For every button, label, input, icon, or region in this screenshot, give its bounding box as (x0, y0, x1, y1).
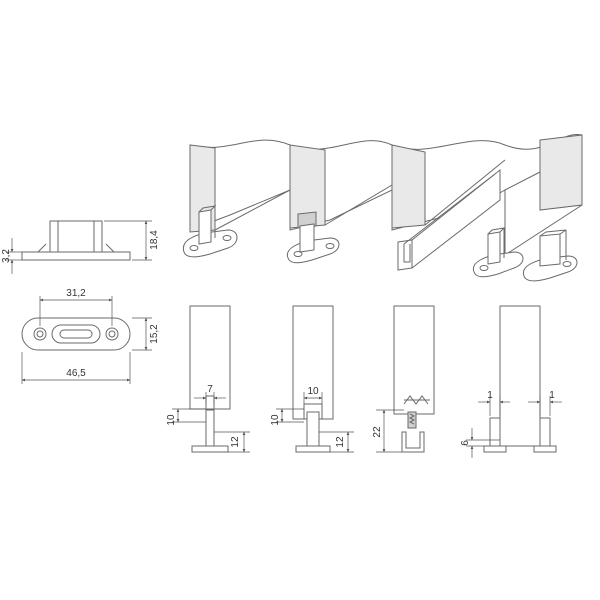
dimension-guide-length-a: 12 (214, 431, 250, 453)
perspective-guide-2 (286, 211, 340, 264)
dimension-guide-length-b: 12 (319, 431, 354, 453)
dimension-groove-depth-b: 10 (270, 408, 304, 426)
dimension-channel-height: 22 (372, 409, 404, 453)
perspective-panels (189, 133, 583, 256)
label-slot-b: 10 (307, 386, 319, 397)
label-groove-depth-a: 10 (166, 414, 177, 426)
dimension-base-thickness: 3,2 (1, 238, 22, 274)
dimension-slot-b: 10 (303, 386, 323, 404)
label-base-thickness: 3,2 (1, 249, 12, 263)
dimension-base-length: 46,5 (21, 352, 131, 384)
dimension-guide-height: 18,4 (104, 220, 160, 261)
dimension-base-width: 15,2 (132, 317, 160, 351)
perspective-channel-guide (397, 168, 501, 271)
front-view-2 (292, 305, 334, 453)
dimension-groove-depth-a: 10 (166, 408, 206, 426)
front-view-1 (189, 305, 231, 453)
label-base-length: 46,5 (66, 368, 86, 379)
label-slot-a: 7 (207, 384, 213, 395)
label-guide-height: 18,4 (149, 230, 160, 250)
perspective-guide-1 (182, 205, 238, 258)
dimension-clearance-left: 1 (478, 390, 510, 416)
label-guide-length-b: 12 (335, 436, 346, 448)
dimension-hole-spacing: 31,2 (39, 288, 113, 326)
label-base-width: 15,2 (149, 324, 160, 344)
label-clearance-left: 1 (487, 390, 493, 401)
front-view-4 (483, 305, 557, 453)
label-offset: 6 (460, 440, 471, 446)
label-channel-height: 22 (372, 426, 383, 438)
front-view-3 (393, 305, 435, 453)
dimension-slot-a: 7 (194, 384, 226, 404)
label-guide-length-a: 12 (230, 436, 241, 448)
label-hole-spacing: 31,2 (66, 288, 86, 299)
dimension-offset: 6 (460, 428, 500, 458)
label-clearance-right: 1 (549, 390, 555, 401)
guide-side-view (21, 220, 131, 261)
dimension-clearance-right: 1 (528, 390, 562, 416)
guide-top-view (21, 317, 131, 351)
perspective-guide-5 (522, 229, 578, 282)
label-groove-depth-b: 10 (270, 414, 281, 426)
perspective-guide-4 (472, 227, 524, 278)
